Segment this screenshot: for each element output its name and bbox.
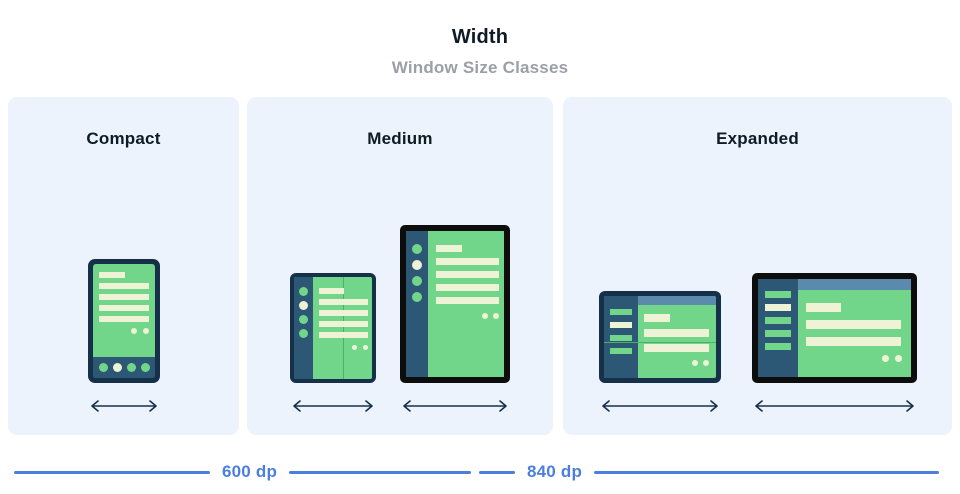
- width-arrow-icon: [90, 400, 157, 412]
- phone-device-icon: [87, 259, 160, 383]
- measure-label-600: 600 dp: [222, 462, 278, 481]
- panel-medium-devices: [247, 167, 553, 435]
- measure-line-right: [289, 470, 472, 474]
- device-foldable-landscape: [598, 291, 721, 417]
- diagram-header: Width Window Size Classes: [0, 0, 960, 78]
- tablet-portrait-device-icon: [400, 225, 510, 383]
- device-tablet-portrait: [400, 225, 510, 417]
- panel-compact: Compact: [8, 97, 239, 435]
- foldable-device-icon: [290, 273, 376, 383]
- panel-compact-devices: [8, 167, 239, 435]
- panel-expanded: Expanded: [563, 97, 952, 435]
- page-title: Width: [451, 26, 509, 48]
- panel-label-compact: Compact: [86, 129, 161, 148]
- measure-line-right: [594, 470, 940, 474]
- panel-label-medium: Medium: [367, 129, 433, 148]
- foldable-landscape-device-icon: [598, 291, 721, 383]
- measure-label-840: 840 dp: [527, 462, 583, 481]
- breakpoint-measures: 600 dp 840 dp: [0, 448, 960, 494]
- device-foldable-portrait: [290, 273, 376, 417]
- device-tablet-landscape: [751, 273, 917, 417]
- size-class-panels: Compact: [0, 97, 960, 435]
- width-arrow-icon: [293, 400, 373, 412]
- panel-medium: Medium: [247, 97, 553, 435]
- width-arrow-icon: [601, 400, 718, 412]
- measure-line-left: [479, 470, 515, 474]
- device-phone-portrait: [87, 259, 160, 417]
- tablet-landscape-device-icon: [751, 273, 917, 383]
- panel-label-expanded: Expanded: [716, 129, 799, 148]
- measure-840dp: 840 dp: [479, 462, 940, 482]
- panel-expanded-devices: [563, 167, 952, 435]
- width-arrow-icon: [754, 400, 914, 412]
- measure-600dp: 600 dp: [14, 462, 472, 482]
- measure-line-left: [14, 470, 210, 474]
- page-subtitle: Window Size Classes: [391, 58, 569, 77]
- width-arrow-icon: [403, 400, 507, 412]
